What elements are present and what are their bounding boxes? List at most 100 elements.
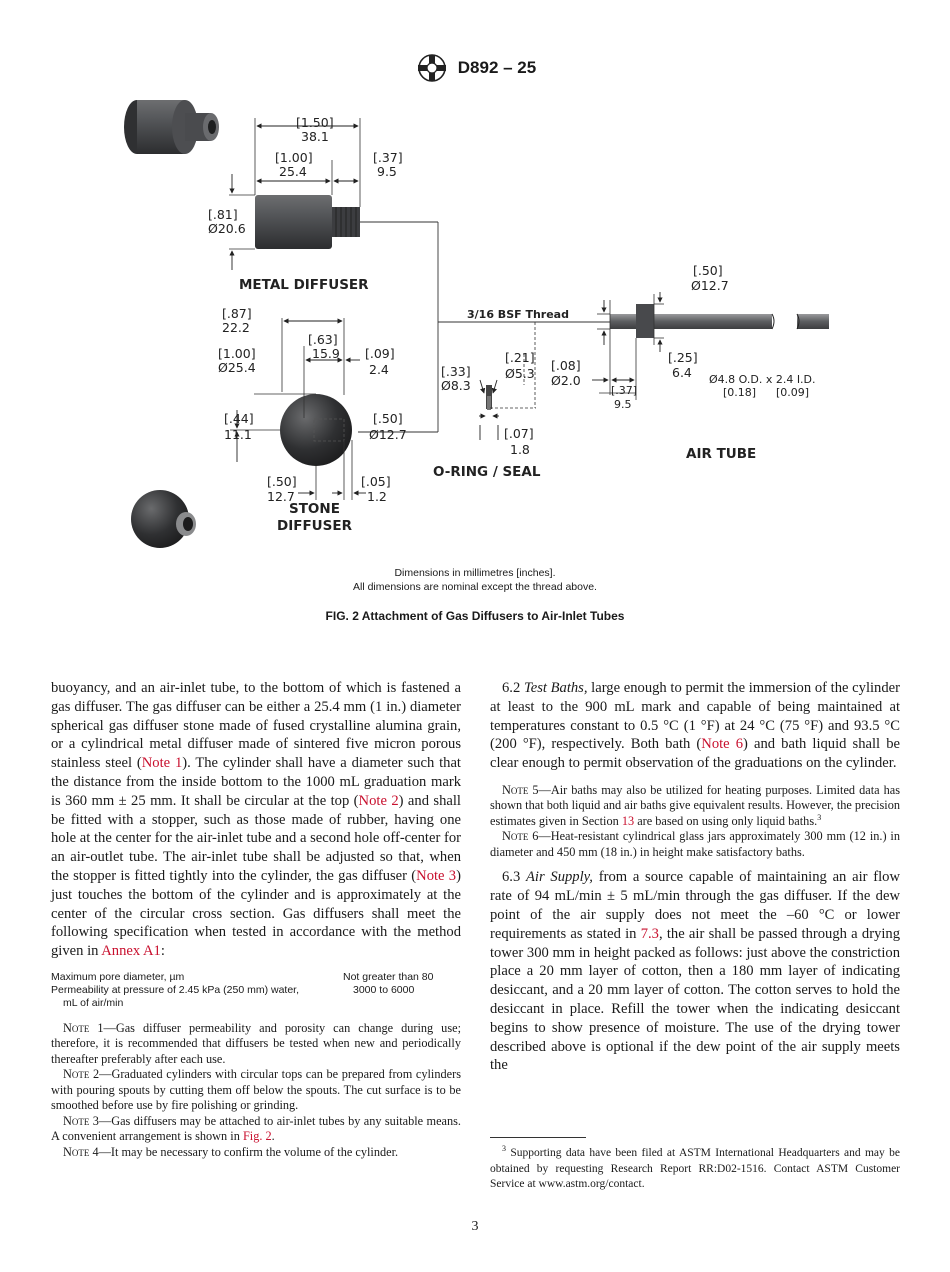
astm-logo-icon: [417, 54, 446, 82]
page-header: D892 – 25: [0, 52, 950, 86]
section-link[interactable]: 13: [621, 813, 635, 828]
dim-label: [.50]: [267, 474, 297, 489]
dim-label: [.81]: [208, 207, 238, 222]
note-link[interactable]: Note 6: [701, 736, 744, 753]
dim-label: 25.4: [279, 164, 307, 179]
note-4: Note 4—It may be necessary to confirm th…: [51, 1145, 461, 1161]
spec-label: Maximum pore diameter, µm: [51, 970, 185, 983]
dim-label: [.07]: [504, 426, 534, 441]
note-tag: Note 5: [502, 782, 539, 797]
figure-note-line: Dimensions in millimetres [inches].: [394, 567, 556, 579]
oring-seal-drawing: [486, 385, 492, 410]
dim-label: Ø5.3: [505, 366, 535, 381]
metal-diffuser-3d-image: [124, 100, 219, 154]
dim-label: 6.4: [672, 365, 692, 380]
dim-label: Ø12.7: [369, 427, 407, 442]
text-run: ) and shall be fitted with a stopper, su…: [51, 792, 461, 884]
dim-label: [1.00]: [218, 346, 256, 361]
spec-row: Permeability at pressure of 2.45 kPa (25…: [51, 984, 461, 997]
section-title: Test Baths,: [523, 680, 588, 696]
section-6-2: 6.2 Test Baths, large enough to permit t…: [490, 679, 900, 773]
text-run: buoyancy, and an air-inlet tube, to the …: [51, 680, 461, 772]
dim-label: [.50]: [693, 263, 723, 278]
dim-label: [.25]: [668, 350, 698, 365]
note-2: Note 2—Graduated cylinders with circular…: [51, 1067, 461, 1114]
dim-label: 38.1: [301, 129, 329, 144]
figure-2-drawing: [1.50] 38.1 [1.00] 25.4 [.37] 9.5 [.81] …: [124, 100, 829, 548]
dim-label: [1.00]: [275, 150, 313, 165]
thread-label: 3/16 BSF Thread: [467, 308, 569, 321]
dim-label: [.05]: [361, 474, 391, 489]
air-tube-drawing: [610, 304, 829, 338]
metal-diffuser-drawing: [255, 195, 360, 249]
footnote: 3 Supporting data have been filed at AST…: [490, 1144, 900, 1193]
section-link[interactable]: 7.3: [640, 925, 659, 942]
section-number: 6.3: [502, 869, 521, 886]
text-run: —Gas diffusers may be attached to air-in…: [51, 1113, 461, 1144]
note-link[interactable]: Note 2: [358, 792, 399, 809]
dim-label: [.87]: [222, 306, 252, 321]
figure-title: FIG. 2 Attachment of Gas Diffusers to Ai…: [325, 609, 625, 623]
spec-label: mL of air/min: [63, 996, 124, 1009]
section-number: 6.2: [502, 680, 521, 696]
note-tag: Note 4: [63, 1144, 99, 1159]
text-run: —Heat-resistant cylindrical glass jars a…: [490, 829, 900, 859]
text-run: large enough to permit the immersion of …: [490, 680, 900, 753]
dim-label: Ø4.8 O.D. x 2.4 I.D.: [709, 373, 816, 386]
text-run: —Air baths may also be utilized for heat…: [490, 782, 900, 828]
note-6: Note 6—Heat-resistant cylindrical glass …: [490, 829, 900, 860]
note-3: Note 3—Gas diffusers may be attached to …: [51, 1114, 461, 1145]
text-run: , the air shall be passed through a dryi…: [490, 925, 901, 1074]
figure-note: Dimensions in millimetres [inches]. All …: [0, 566, 950, 594]
note-tag: Note 3: [63, 1113, 99, 1128]
dim-label: 11.1: [224, 427, 252, 442]
dim-label: [.37]: [373, 150, 403, 165]
text-run: ) just touches the bottom of the cylinde…: [51, 867, 461, 960]
spec-label: Permeability at pressure of 2.45 kPa (25…: [51, 983, 300, 996]
footnote-marker: 3: [502, 1144, 506, 1154]
dim-label: 9.5: [377, 164, 397, 179]
figure-note-line: All dimensions are nominal except the th…: [353, 581, 597, 593]
dim-label: 1.2: [367, 489, 387, 504]
dim-label: Ø20.6: [208, 221, 246, 236]
stone-diffuser-label: DIFFUSER: [277, 518, 353, 534]
text-run: ). The cylinder shall have a diameter su…: [51, 755, 461, 809]
dim-label: 15.9: [312, 346, 340, 361]
dim-label: [.09]: [365, 346, 395, 361]
paragraph: buoyancy, and an air-inlet tube, to the …: [51, 679, 461, 961]
text-run: —Graduated cylinders with circular tops …: [51, 1067, 461, 1113]
spec-value: Not greater than 80: [343, 970, 434, 983]
dim-label: Ø25.4: [218, 360, 256, 375]
text-run: ) and bath liquid shall be clear enough …: [490, 736, 900, 772]
dim-label: Ø12.7: [691, 278, 729, 293]
note-tag: Note 1: [63, 1020, 104, 1035]
dim-label: 12.7: [267, 489, 295, 504]
air-tube-label: AIR TUBE: [686, 446, 756, 462]
text-run: —Gas diffuser permeability and porosity …: [51, 1020, 461, 1066]
footnote-marker: 3: [817, 812, 822, 822]
dim-label: [1.50]: [296, 115, 334, 130]
dim-label: 22.2: [222, 320, 250, 335]
dim-label: [.50]: [373, 411, 403, 426]
document-designation: D892 – 25: [457, 58, 537, 77]
dim-label: 1.8: [510, 442, 530, 457]
dim-label: [0.18]: [723, 386, 756, 399]
dim-label: [.44]: [224, 411, 254, 426]
stone-diffuser-label: STONE: [289, 501, 340, 517]
figure-link[interactable]: Fig. 2: [242, 1129, 272, 1144]
section-title: Air Supply,: [526, 869, 593, 886]
dim-label: 9.5: [614, 398, 632, 411]
text-run: —It may be necessary to confirm the volu…: [98, 1144, 399, 1159]
note-tag: Note 6: [502, 829, 539, 844]
text-run: .: [271, 1129, 275, 1144]
dim-label: [0.09]: [776, 386, 809, 399]
spec-row: Maximum pore diameter, µm Not greater tha…: [51, 971, 461, 984]
section-6-3: 6.3 Air Supply, from a source capable of…: [490, 868, 900, 1075]
stone-diffuser-drawing: [280, 394, 352, 466]
annex-link[interactable]: Annex A1: [101, 943, 161, 960]
note-link[interactable]: Note 3: [416, 867, 457, 884]
note-link[interactable]: Note 1: [141, 755, 183, 772]
dim-label: [.08]: [551, 358, 581, 373]
text-run: are based on using only liquid baths.: [634, 813, 818, 828]
right-column: 6.2 Test Baths, large enough to permit t…: [490, 679, 900, 1075]
